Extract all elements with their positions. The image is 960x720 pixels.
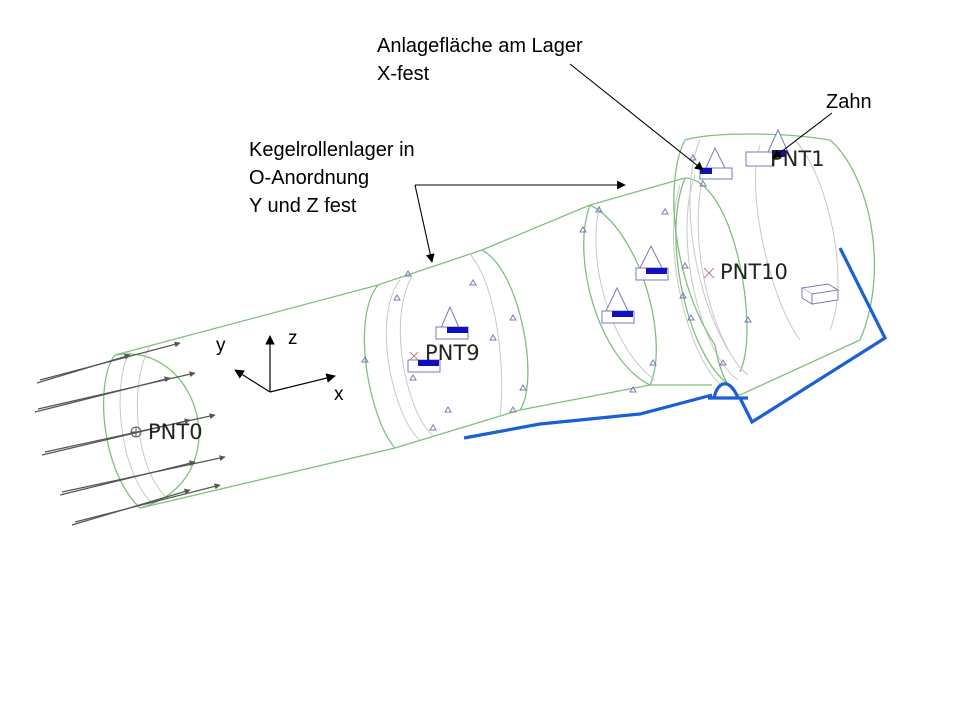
constraint-outline: [463, 247, 888, 440]
axis-label-y: y: [216, 335, 226, 356]
pnt10-label: PNT10: [720, 260, 788, 284]
coordinate-axes: [234, 335, 336, 393]
pnt9-marker: PNT9: [409, 341, 480, 365]
annotation-bearing-face: Anlagefläche am Lager X-fest: [377, 35, 704, 171]
pnt1-marker: PNT1: [770, 147, 825, 171]
shaft-body: [102, 133, 876, 509]
pnt10-marker: PNT10: [703, 260, 788, 284]
shaft-section-3: [481, 204, 657, 411]
axis-label-x: x: [334, 384, 344, 405]
annotation-tooth: Zahn: [772, 91, 872, 159]
annotation-bearing-face-line2: X-fest: [377, 63, 430, 85]
annotation-tooth-label: Zahn: [826, 91, 872, 113]
annotation-tapered-bearing: Kegelrollenlager in O-Anordnung Y und Z …: [249, 139, 626, 263]
node-triangles: [361, 154, 752, 431]
pnt0-marker: PNT0: [130, 420, 203, 444]
annotation-tapered-bearing-line2: O-Anordnung: [249, 167, 369, 189]
annotation-tapered-bearing-line1: Kegelrollenlager in: [249, 139, 415, 161]
axis-label-z: z: [288, 328, 298, 349]
load-arrows: [34, 341, 226, 526]
shaft-section-4: [589, 177, 748, 386]
pnt0-label: PNT0: [148, 420, 203, 444]
pnt1-label: PNT1: [770, 147, 825, 171]
shaft-section-1: [102, 284, 396, 509]
bc-markers: [407, 128, 840, 373]
annotation-tapered-bearing-line3: Y und Z fest: [249, 195, 357, 217]
annotation-bearing-face-line1: Anlagefläche am Lager: [377, 35, 583, 57]
shaft-section-2: [363, 249, 529, 449]
pnt9-label: PNT9: [425, 341, 480, 365]
